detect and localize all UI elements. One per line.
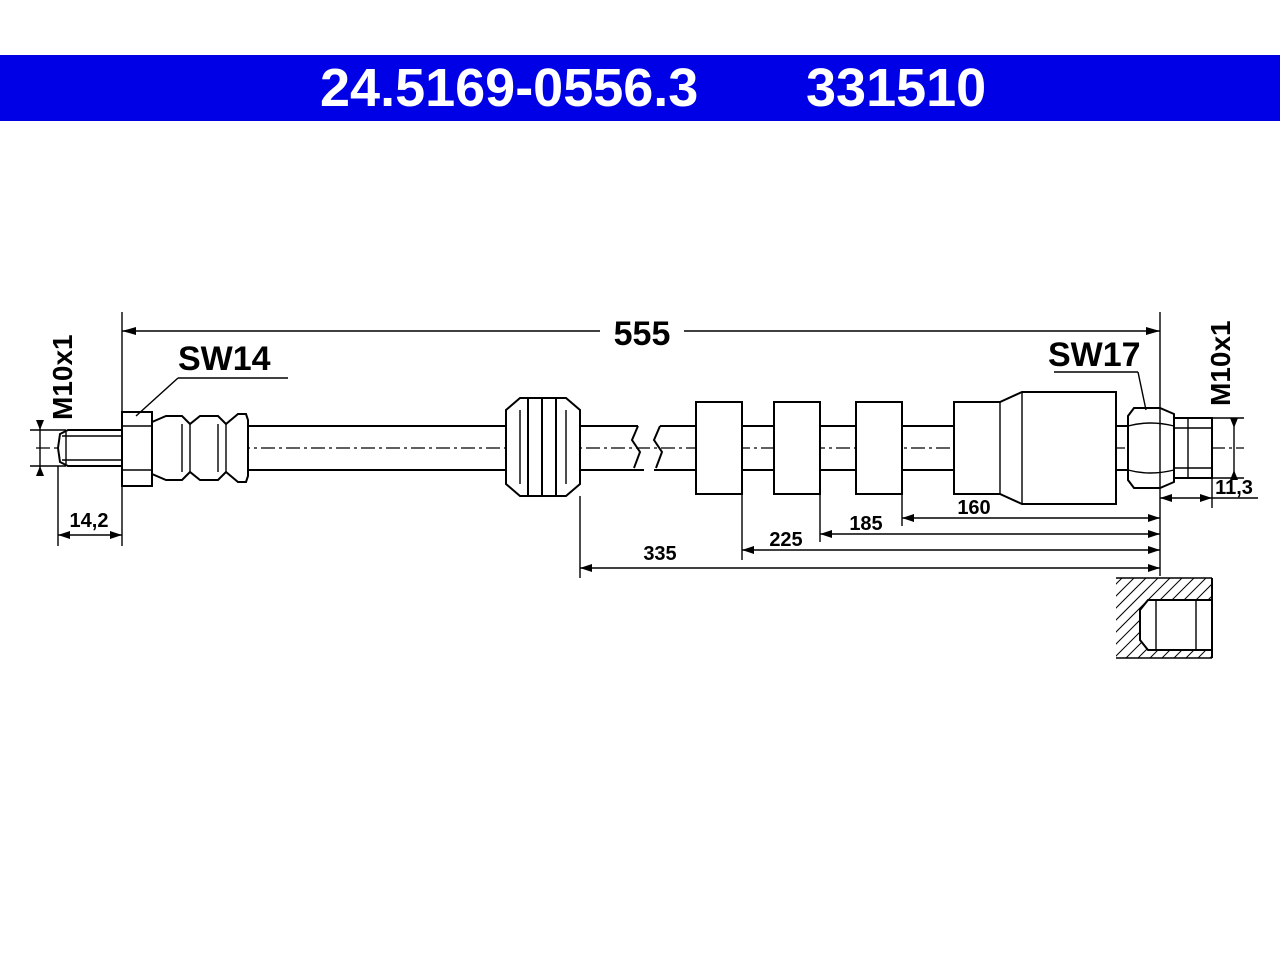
label-sw17: SW17 [1048,336,1141,374]
grommet [505,397,581,497]
label-left-thread-length: 14,2 [70,510,109,532]
reference-number: 331510 [806,58,987,118]
label-sw14-group: SW14 [135,340,288,417]
label-total-length: 555 [614,315,671,353]
dimension-left-thread-length: 14,2 [57,466,123,546]
right-crimp-sleeve [953,391,1117,505]
dimension-555: 555 [121,312,1161,412]
right-thread [1173,417,1213,479]
dimension-left-thread-diameter: M10x1 [30,334,78,476]
left-hex-nut [121,411,153,487]
label-right-thread-length: 11,3 [1215,477,1253,499]
dimension-right-thread-length: 11,3 [1160,477,1258,508]
label-sw14: SW14 [178,340,271,378]
label-160: 160 [957,497,990,519]
part-number: 24.5169-0556.3 [320,58,699,118]
right-hex-nut [1127,407,1175,489]
label-335: 335 [643,543,676,565]
hose-sleeves [695,401,954,495]
left-crimp-sleeve [151,413,249,483]
left-fitting [56,411,249,487]
right-fitting [953,391,1213,505]
label-225: 225 [769,529,802,551]
dimension-right-thread-diameter: M10x1 [1205,320,1244,480]
header-bar: 24.5169-0556.3 331510 [0,55,1280,121]
label-185: 185 [849,513,882,535]
dimension-stack: 160 185 225 335 [579,488,1161,578]
section-detail [1116,577,1213,659]
hose-segment-break [580,425,696,471]
label-left-thread: M10x1 [47,334,78,420]
label-sw17-group: SW17 [1048,336,1147,411]
hose-segment-left [248,425,506,471]
label-right-thread: M10x1 [1205,320,1236,406]
